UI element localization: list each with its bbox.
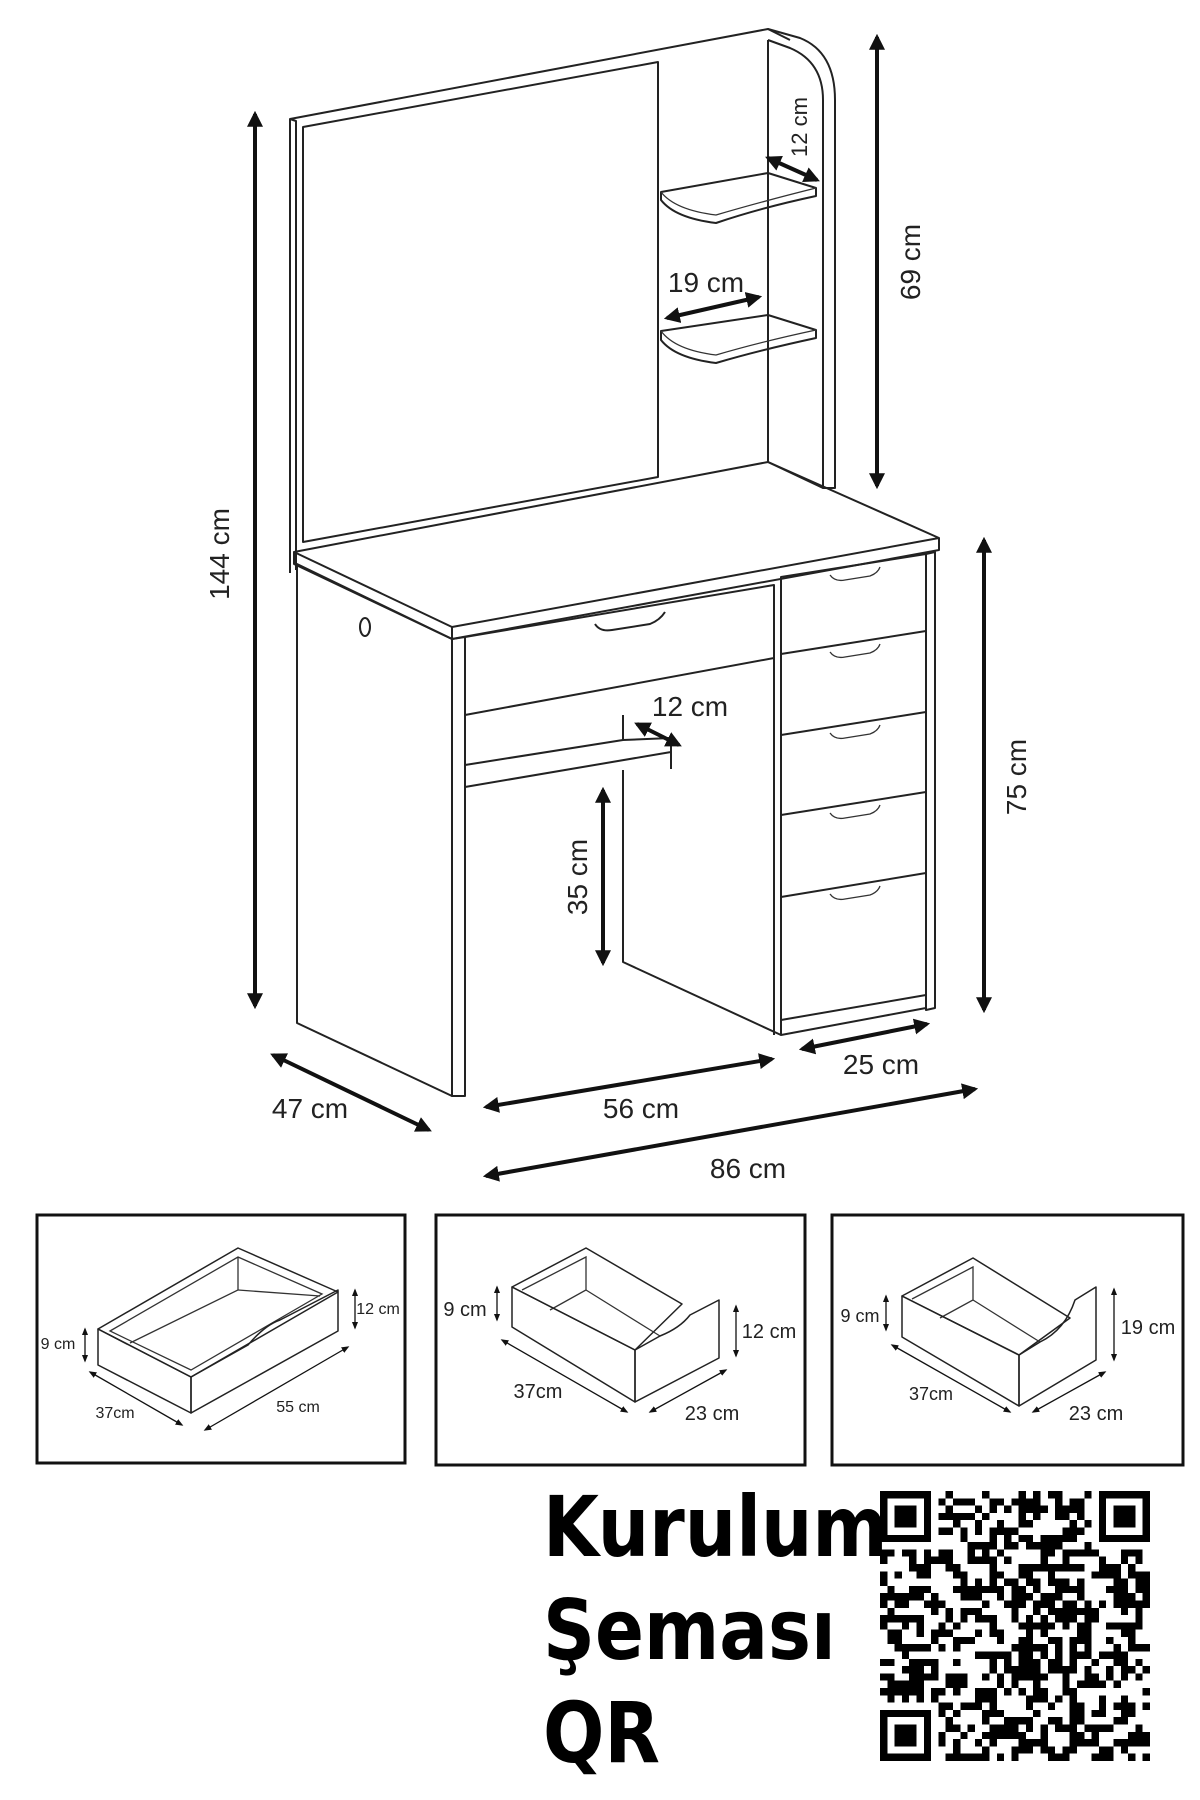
dim-knee-width: 56 cm bbox=[603, 1093, 679, 1124]
cable-hole bbox=[359, 617, 371, 637]
dim-depth: 47 cm bbox=[272, 1093, 348, 1124]
drawer-detail-2: 9 cm 12 cm 37cm 23 cm bbox=[434, 1213, 807, 1467]
hutch-shelf bbox=[660, 314, 817, 364]
drawer-detail-1: 9 cm 12 cm 37cm 55 cm bbox=[35, 1213, 407, 1465]
qr-title-line-3: QR bbox=[543, 1684, 661, 1782]
pedestal-drawer-lines bbox=[780, 566, 927, 1021]
dim-desk-shelf-depth: 12 cm bbox=[652, 691, 728, 722]
dim-total-height: 144 cm bbox=[204, 508, 235, 600]
dim-hutch-shelf-depth: 12 cm bbox=[787, 97, 812, 157]
drawer-1-front-height: 12 cm bbox=[356, 1301, 400, 1318]
drawer-3-back-height: 9 cm bbox=[840, 1306, 879, 1326]
dim-desk-height: 75 cm bbox=[1001, 739, 1032, 815]
drawer-1-back-height: 9 cm bbox=[41, 1336, 76, 1353]
keyboard-shelf bbox=[464, 737, 672, 788]
hutch bbox=[289, 28, 836, 573]
mirror bbox=[302, 61, 659, 543]
dim-hutch-height: 69 cm bbox=[895, 224, 926, 300]
qr-title-line-1: Kurulum bbox=[543, 1478, 888, 1576]
drawer-detail-3: 9 cm 19 cm 37cm 23 cm bbox=[830, 1213, 1185, 1467]
dim-pedestal-width: 25 cm bbox=[843, 1049, 919, 1080]
drawer-2-width: 23 cm bbox=[685, 1403, 739, 1425]
desk bbox=[293, 461, 940, 1097]
qr-title-line-2: Şeması bbox=[543, 1581, 836, 1679]
desktop bbox=[293, 461, 940, 628]
qr-code[interactable] bbox=[880, 1488, 1150, 1764]
drawer-handle bbox=[594, 611, 666, 632]
drawer-2-back-height: 9 cm bbox=[443, 1299, 486, 1321]
drawer-3-front-height: 19 cm bbox=[1121, 1317, 1175, 1339]
dim-knee-height: 35 cm bbox=[562, 839, 593, 915]
drawer-3-width: 23 cm bbox=[1069, 1403, 1123, 1425]
dimension-arrows bbox=[247, 33, 992, 1182]
drawer-2-depth: 37cm bbox=[514, 1381, 563, 1403]
dim-hutch-shelf-width: 19 cm bbox=[668, 267, 744, 298]
qr-title: Kurulum Şeması QR bbox=[543, 1476, 888, 1785]
left-side-panel bbox=[296, 563, 453, 1097]
drawer-2-front-height: 12 cm bbox=[742, 1321, 796, 1343]
dim-total-width: 86 cm bbox=[710, 1153, 786, 1184]
drawer-1-depth: 37cm bbox=[95, 1405, 134, 1422]
drawer-3-depth: 37cm bbox=[909, 1384, 953, 1404]
drawer-1-width: 55 cm bbox=[276, 1399, 320, 1416]
hutch-shelf bbox=[660, 172, 817, 224]
